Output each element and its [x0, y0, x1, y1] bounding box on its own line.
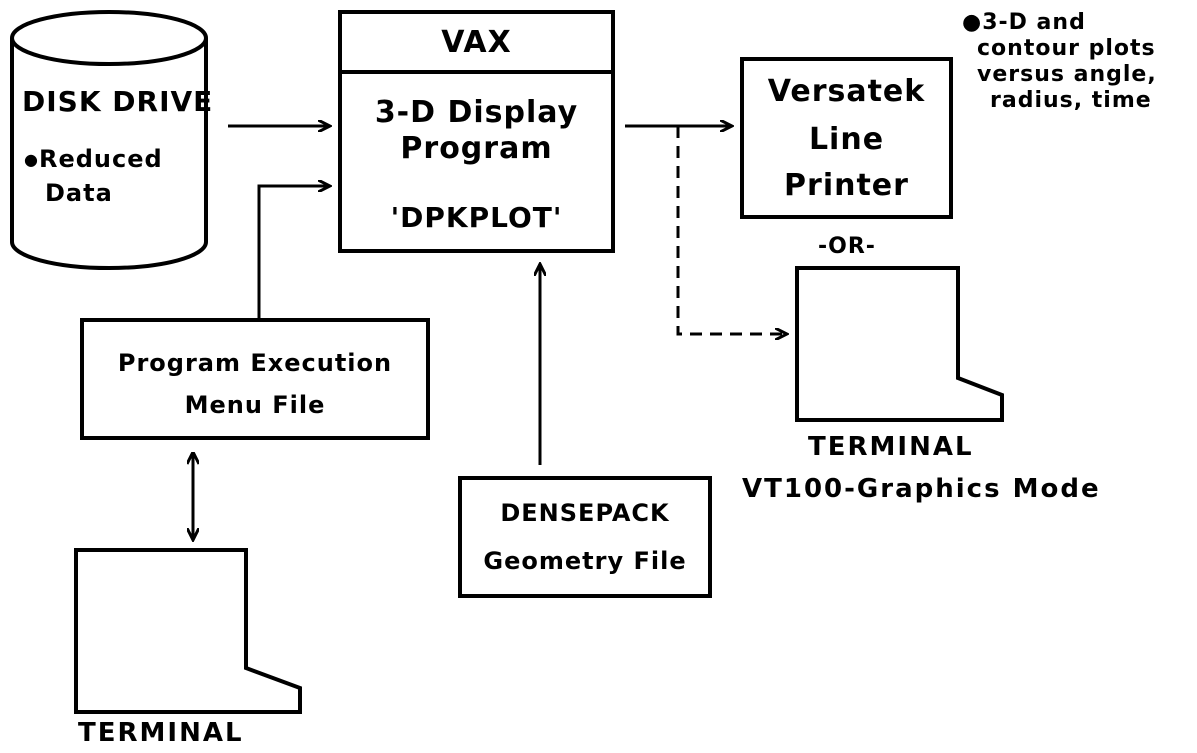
bullet-icon: ● [24, 149, 39, 169]
output-note-line1: ●3-D and [962, 10, 1086, 35]
arrow-menu-to-vax [257, 186, 330, 318]
output-note-line4: radius, time [990, 88, 1152, 113]
disk-note-line2: Data [45, 179, 113, 207]
output-note-line2: contour plots [977, 36, 1156, 61]
vax-program-line1: 3-D Display [374, 95, 579, 130]
output-note-line3: versus angle, [977, 62, 1157, 87]
disk-note-line1: Reduced [38, 145, 163, 173]
printer-line3: Printer [784, 168, 909, 203]
vax-program-line2: Program [400, 131, 553, 166]
printer-line2: Line [808, 122, 885, 157]
printer-line1: Versatek [767, 74, 926, 109]
terminal-right-mode: VT100-Graphics Mode [742, 474, 1101, 504]
geometry-file-line2: Geometry File [483, 547, 687, 575]
or-label: -OR- [818, 234, 876, 259]
dashed-arrow-vax-to-terminal [676, 126, 787, 334]
vax-program-name: 'DPKPLOT' [390, 201, 563, 234]
menu-file-line2: Menu File [184, 391, 326, 419]
terminal-right-shape [795, 266, 1004, 422]
menu-file-box: Program Execution Menu File [80, 318, 430, 440]
vax-header: VAX [342, 14, 611, 74]
terminal-left-shape [74, 548, 302, 714]
printer-box: Versatek Line Printer [740, 57, 953, 219]
vax-header-label: VAX [441, 25, 512, 60]
terminal-right-label: TERMINAL [808, 432, 974, 462]
terminal-left-label: TERMINAL [78, 718, 244, 748]
geometry-file-box: DENSEPACK Geometry File [458, 476, 712, 598]
menu-file-line1: Program Execution [117, 349, 393, 377]
geometry-file-line1: DENSEPACK [500, 499, 670, 527]
disk-drive-title: DISK DRIVE [22, 85, 214, 118]
disk-drive-cylinder [10, 10, 208, 270]
disk-drive-note: ●Reduced [24, 145, 163, 174]
vax-box: VAX 3-D Display Program 'DPKPLOT' [338, 10, 615, 253]
